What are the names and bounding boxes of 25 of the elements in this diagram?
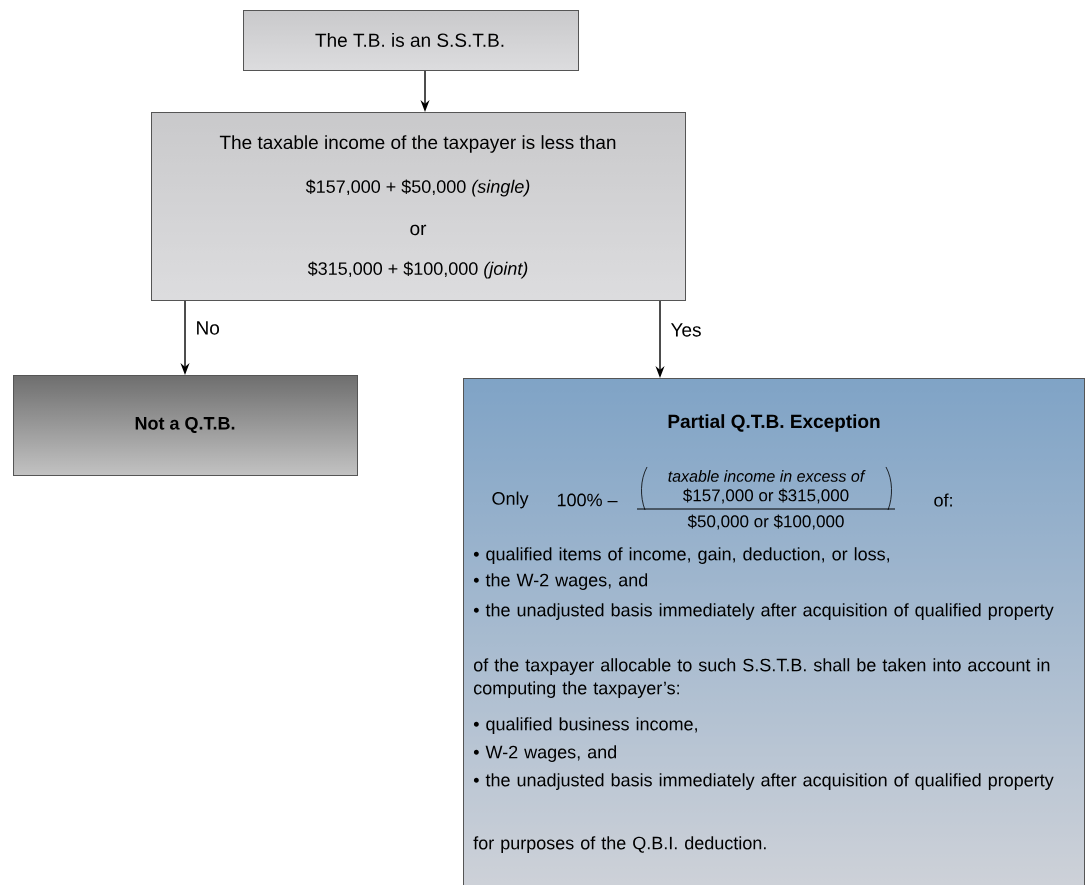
exception-panel [463,378,1085,885]
edge-label: Yes [670,323,701,337]
bullet-item: • qualified items of income, gain, deduction, or loss, [473,547,889,564]
bullet-item: • the unadjusted basis immediately after acquisition of qualified property [473,603,1054,620]
decision-box [151,112,686,301]
body-text: for purposes of the Q.B.I. deduction. [473,836,766,853]
body-text: of the taxpayer allocable to such S.S.T.B. shall be taken into account in computing the taxpayer’s: [473,658,1050,698]
bullet-item: • qualified business income, [473,717,697,734]
bullet-item: • the W-2 wages, and [473,573,648,590]
condition-text: $157,000 + $50,000 (single) [305,179,530,197]
condition-box [243,10,579,71]
box-text: Not a Q.T.B. [135,416,235,434]
condition-text: $315,000 + $100,000 (joint) [307,261,528,279]
bullet-item: • the unadjusted basis immediately after acquisition of qualified property [473,773,1054,790]
result-box [13,375,358,476]
formula-text: of: [934,493,952,507]
bullet-item: • W-2 wages, and [473,745,617,762]
formula-text: Only [492,491,529,509]
panel-heading: Partial Q.T.B. Exception [668,414,880,432]
box-text: The T.B. is an S.S.T.B. [315,33,504,47]
formula-text: 100% – [557,493,618,507]
condition-text: The taxable income of the taxpayer is less than [219,135,616,153]
edge-label: No [197,321,220,335]
fraction-formula: taxable income in excess of $157,000 or $315,000 $50,000 or $100,000 [636,466,896,530]
condition-text: or [410,224,427,236]
